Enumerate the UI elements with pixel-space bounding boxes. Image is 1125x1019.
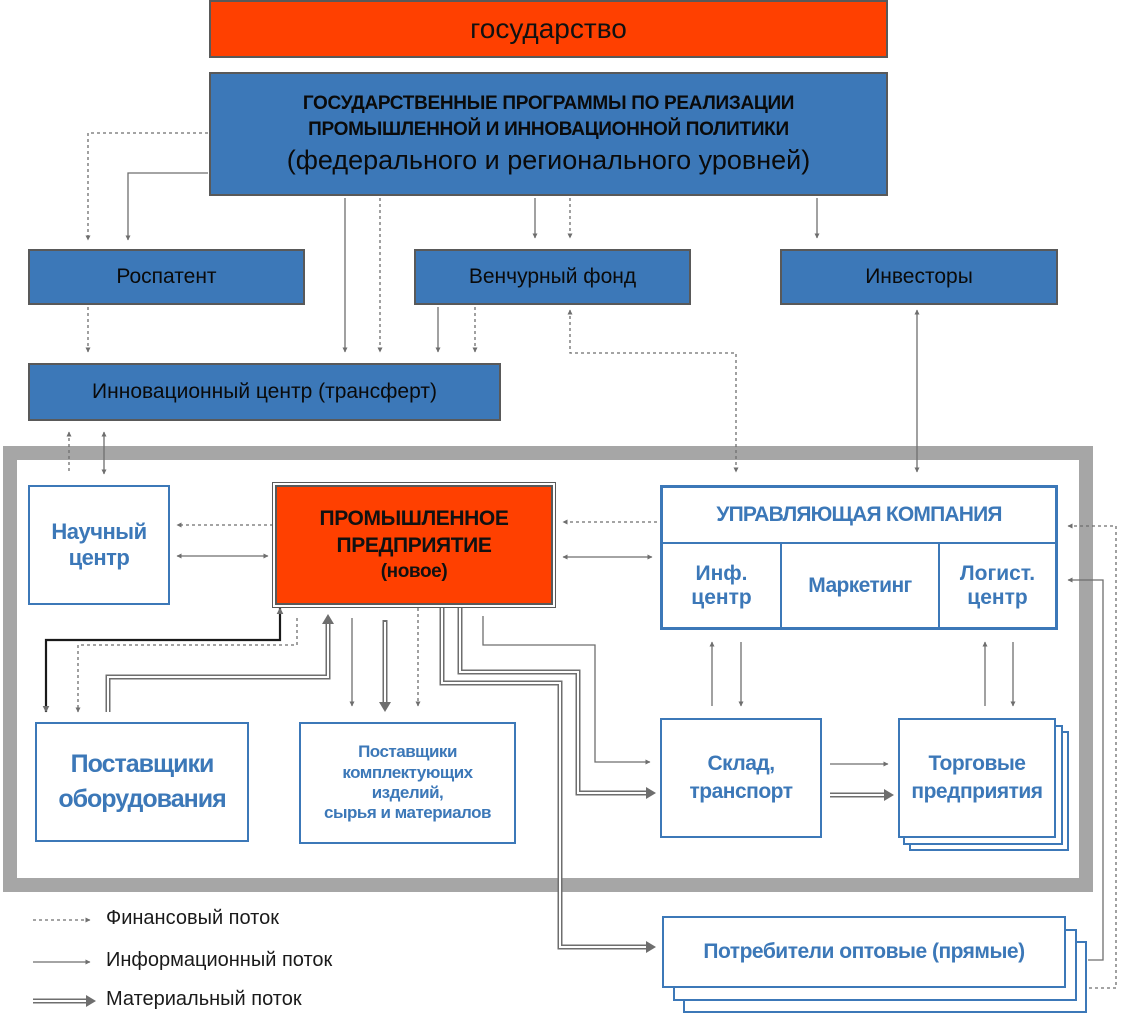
legend-informational: Информационный поток — [106, 949, 333, 971]
science-center-line-1: Научный — [51, 519, 147, 544]
rospatent-box: Роспатент — [28, 249, 305, 305]
trade-enterprises-box: Торговые предприятия — [898, 718, 1056, 838]
enterprise-cluster-frame — [3, 446, 1093, 892]
component-suppliers-line-1: Поставщики — [358, 742, 457, 762]
enterprise-line-2: ПРЕДПРИЯТИЕ — [336, 534, 492, 557]
innovation-center-box: Инновационный центр (трансферт) — [28, 363, 501, 421]
programs-line-3: (федерального и регионального уровней) — [286, 144, 811, 175]
marketing-cell: Маркетинг — [782, 544, 940, 627]
enterprise-line-3: (новое) — [380, 561, 448, 582]
programs-line-1: ГОСУДАРСТВЕННЫЕ ПРОГРАММЫ ПО РЕАЛИЗАЦИИ — [302, 92, 795, 114]
component-suppliers-line-3: изделий, — [371, 783, 444, 802]
state-programs-box: ГОСУДАРСТВЕННЫЕ ПРОГРАММЫ ПО РЕАЛИЗАЦИИ … — [209, 72, 888, 196]
legend-financial: Финансовый поток — [106, 907, 279, 929]
management-company-box: УПРАВЛЯЮЩАЯ КОМПАНИЯ Инф. центр Маркетин… — [660, 485, 1058, 630]
component-suppliers-line-4: сырья и материалов — [324, 803, 491, 823]
component-suppliers-box: Поставщики комплектующих изделий, сырья … — [299, 722, 516, 844]
science-center-line-2: центр — [68, 545, 130, 570]
warehouse-line-1: Склад, — [707, 752, 775, 775]
investors-box: Инвесторы — [780, 249, 1058, 305]
warehouse-line-2: транспорт — [689, 780, 793, 803]
programs-line-2: ПРОМЫШЛЕННОЙ И ИННОВАЦИОННОЙ ПОЛИТИКИ — [308, 118, 789, 140]
investors-label: Инвесторы — [865, 264, 973, 288]
venture-fund-label: Венчурный фонд — [468, 264, 637, 288]
state-box: государство — [209, 0, 888, 58]
logistics-center-cell: Логист. центр — [940, 544, 1055, 627]
logistics-center-line-1: Логист. — [959, 561, 1036, 585]
equipment-suppliers-line-2: оборудования — [58, 785, 226, 813]
trade-line-2: предприятия — [911, 780, 1043, 803]
wholesale-consumers-label: Потребители оптовые (прямые) — [703, 940, 1025, 963]
equipment-suppliers-line-1: Поставщики — [70, 750, 215, 778]
management-company-title: УПРАВЛЯЮЩАЯ КОМПАНИЯ — [663, 488, 1055, 544]
industrial-enterprise-box: ПРОМЫШЛЕННОЕ ПРЕДПРИЯТИЕ (новое) — [272, 482, 556, 608]
state-label: государство — [470, 13, 627, 44]
equipment-suppliers-box: Поставщики оборудования — [35, 722, 249, 842]
component-suppliers-line-2: комплектующих — [342, 762, 473, 782]
science-center-box: Научный центр — [28, 485, 170, 605]
wholesale-consumers-box: Потребители оптовые (прямые) — [662, 916, 1066, 988]
logistics-center-line-2: центр — [967, 585, 1028, 609]
info-center-line-1: Инф. — [695, 561, 748, 585]
info-center-line-2: центр — [691, 585, 752, 609]
innovation-center-label: Инновационный центр (трансферт) — [92, 379, 437, 403]
venture-fund-box: Венчурный фонд — [414, 249, 691, 305]
rospatent-label: Роспатент — [116, 264, 217, 288]
trade-line-1: Торговые — [928, 752, 1026, 775]
legend-material: Материальный поток — [106, 988, 302, 1010]
marketing-label: Маркетинг — [808, 573, 912, 597]
info-center-cell: Инф. центр — [663, 544, 782, 627]
enterprise-line-1: ПРОМЫШЛЕННОЕ — [319, 507, 509, 530]
warehouse-box: Склад, транспорт — [660, 718, 822, 838]
